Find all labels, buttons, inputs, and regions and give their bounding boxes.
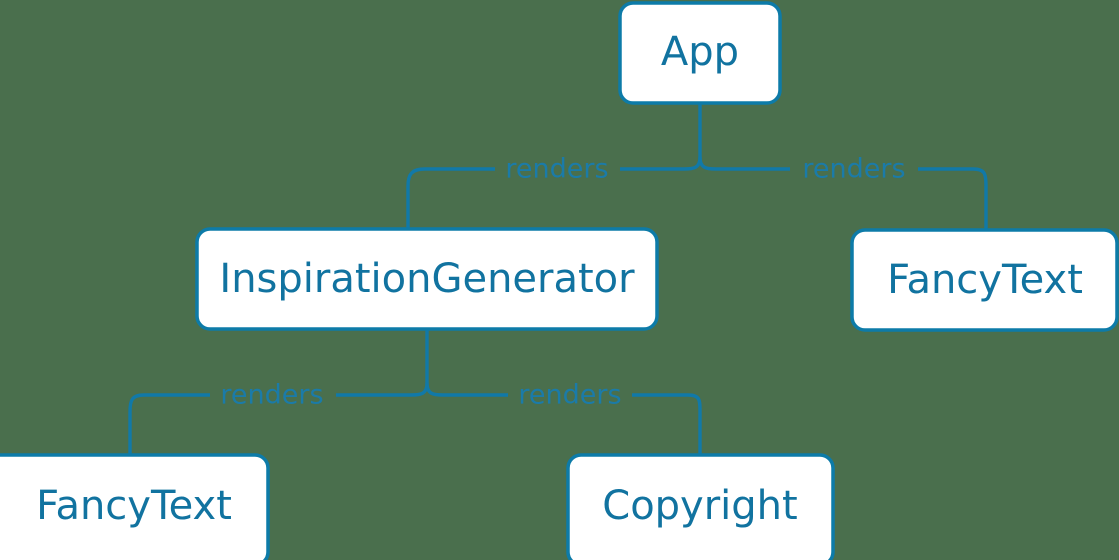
node-app-box[interactable] [618,1,782,105]
edge-label-layer: renders renders renders renders [220,154,905,411]
edge-label-app-to-fancy-text-right: renders [802,154,905,185]
node-inspiration-generator-box[interactable] [195,227,659,331]
node-copyright[interactable]: Copyright [566,453,835,560]
node-inspiration-generator[interactable]: InspirationGenerator [195,227,659,331]
node-copyright-box[interactable] [566,453,835,560]
node-fancy-text-right-label: FancyText [887,257,1083,303]
edge-label-inspiration-generator-to-fancy-text-bottom: renders [220,380,323,411]
node-fancy-text-right[interactable]: FancyText [850,228,1119,332]
node-fancy-text-bottom-label: FancyText [36,483,232,529]
node-fancy-text-bottom-box[interactable] [0,453,270,560]
edge-label-inspiration-generator-to-copyright: renders [518,380,621,411]
node-copyright-label: Copyright [602,483,797,529]
node-app[interactable]: App [618,1,782,105]
edge-inspiration-generator-to-copyright [425,382,702,455]
node-app-label: App [661,29,739,75]
node-inspiration-generator-label: InspirationGenerator [219,256,635,302]
node-fancy-text-right-box[interactable] [850,228,1119,332]
edge-label-app-to-inspiration-generator: renders [505,154,608,185]
node-fancy-text-bottom[interactable]: FancyText [0,453,270,560]
edge-layer [128,103,988,455]
edge-app-to-fancy-text-right [698,156,988,230]
